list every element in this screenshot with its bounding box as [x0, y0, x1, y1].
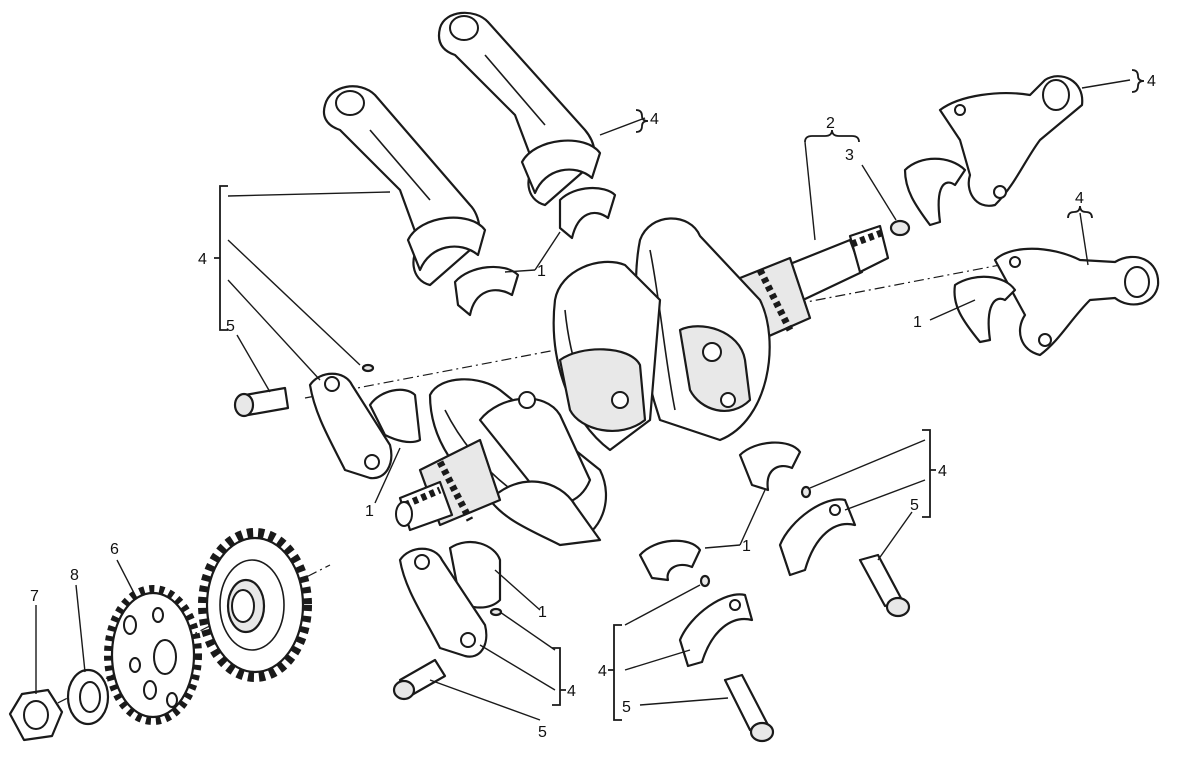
callout-rod-right-top: 4	[1147, 73, 1156, 90]
rod-cap	[678, 593, 754, 668]
connecting-rod-icon	[993, 247, 1160, 357]
callout-rod-right-bottom: 4	[1075, 190, 1084, 207]
bolt-icon	[858, 553, 911, 618]
bolt-icon	[233, 386, 290, 418]
bearing-shell-icon	[558, 186, 617, 240]
callout-nut: 7	[30, 588, 39, 605]
callout-screw-bottom: 5	[538, 724, 547, 741]
callout-screw-center-right: 5	[910, 497, 919, 514]
connecting-rod-icon	[938, 75, 1084, 207]
callout-shell-right: 1	[913, 314, 922, 331]
dowel-pin	[699, 574, 711, 588]
crankshaft-icon	[395, 217, 890, 547]
bearing-shell-icon	[903, 157, 967, 227]
callout-shell-left: 1	[365, 503, 374, 520]
callout-rod-top: 4	[650, 111, 659, 128]
callout-shell-center: 1	[742, 538, 751, 555]
rod-cap	[398, 547, 488, 658]
connecting-rod-icon	[322, 85, 487, 287]
callout-rod-bottom: 4	[567, 683, 576, 700]
callout-shell-top: 1	[537, 263, 546, 280]
plug-icon	[889, 219, 911, 237]
callout-screw-center-bottom: 5	[622, 699, 631, 716]
bolt-icon	[723, 673, 775, 743]
rod-cap	[778, 498, 857, 577]
rod-cap	[308, 372, 393, 480]
nut-icon	[8, 688, 64, 742]
bearing-shell-icon	[638, 539, 702, 582]
callout-shell-bottom: 1	[538, 604, 547, 621]
dowel-pin	[489, 607, 503, 617]
callout-plug: 3	[845, 147, 854, 164]
bearing-shell-icon	[953, 275, 1017, 344]
brackets	[214, 69, 1145, 721]
gear-icon	[104, 585, 202, 725]
callout-washer: 8	[70, 567, 79, 584]
connecting-rod-icon	[437, 11, 602, 207]
washer-icon	[66, 668, 110, 726]
assembly-axis-main	[304, 264, 1001, 399]
callout-screw-left: 5	[226, 318, 235, 335]
dowel-pin	[361, 363, 375, 373]
bearing-shell-icon	[453, 265, 520, 317]
callout-gear: 6	[110, 541, 119, 558]
callout-rod-center-right: 4	[938, 463, 947, 480]
dowel-pin	[800, 485, 812, 499]
callout-rod-left: 4	[198, 251, 207, 268]
bearing-shell-icon	[738, 441, 802, 492]
bolt-icon	[392, 658, 447, 701]
callouts: 2 3 4 4 4 1 1 4 5 1 1 4 5 1 4 5 4 5 6 8 …	[30, 73, 1156, 741]
callout-crankshaft: 2	[826, 115, 835, 132]
gear-icon	[198, 528, 312, 682]
bearing-shell-icon	[368, 388, 422, 444]
callout-rod-center-bottom: 4	[598, 663, 607, 680]
leader-lines	[35, 79, 1131, 721]
